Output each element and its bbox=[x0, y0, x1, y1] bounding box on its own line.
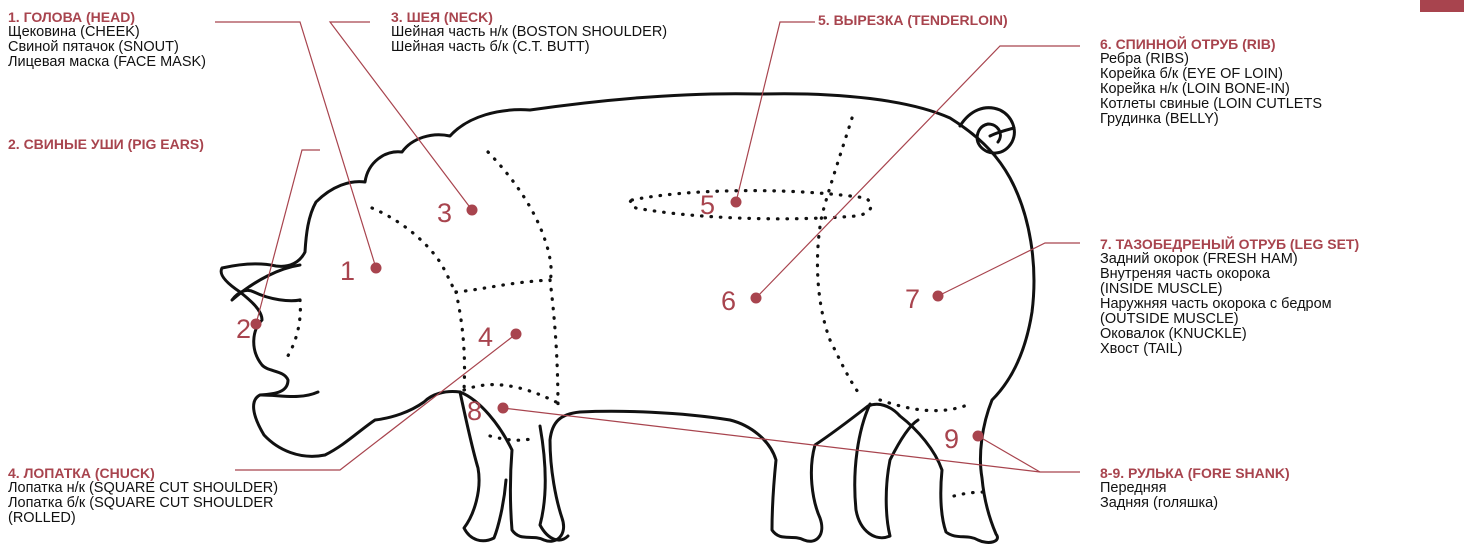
section-line: Задний окорок (FRESH HAM) bbox=[1100, 252, 1359, 267]
marker-dot-7 bbox=[933, 291, 944, 302]
marker-label-1: 1 bbox=[340, 256, 355, 286]
section-title: 8-9. РУЛЬКА (FORE SHANK) bbox=[1100, 466, 1290, 481]
section-title: 7. ТАЗОБЕДРЕНЫЙ ОТРУБ (LEG SET) bbox=[1100, 237, 1359, 252]
marker-dot-9 bbox=[973, 431, 984, 442]
section-line: Грудинка (BELLY) bbox=[1100, 112, 1322, 127]
section-line: Щековина (CHEEK) bbox=[8, 25, 206, 40]
marker-label-6: 6 bbox=[721, 286, 736, 316]
section-line: Шейная часть б/к (C.T. BUTT) bbox=[391, 40, 667, 55]
section-line: Свиной пятачок (SNOUT) bbox=[8, 40, 206, 55]
section-line: Хвост (TAIL) bbox=[1100, 342, 1359, 357]
section-line: Внутреняя часть окорока bbox=[1100, 267, 1359, 282]
marker-label-9: 9 bbox=[944, 424, 959, 454]
section-line: Лопатка б/к (SQUARE CUT SHOULDER bbox=[8, 496, 278, 511]
marker-dot-2 bbox=[251, 319, 262, 330]
marker-label-8: 8 bbox=[467, 396, 482, 426]
section-line: (INSIDE MUSCLE) bbox=[1100, 282, 1359, 297]
section-line: (ROLLED) bbox=[8, 511, 278, 526]
section-title: 5. ВЫРЕЗКА (TENDERLOIN) bbox=[818, 13, 1008, 28]
section-title: 6. СПИННОЙ ОТРУБ (RIB) bbox=[1100, 37, 1322, 52]
section-title: 2. СВИНЫЕ УШИ (PIG EARS) bbox=[8, 137, 204, 152]
section-chuck: 4. ЛОПАТКА (CHUCK) Лопатка н/к (SQUARE C… bbox=[8, 466, 278, 526]
cut-lines bbox=[284, 118, 988, 496]
section-line: Лопатка н/к (SQUARE CUT SHOULDER) bbox=[8, 481, 278, 496]
marker-label-3: 3 bbox=[437, 198, 452, 228]
section-head: 1. ГОЛОВА (HEAD) Щековина (CHEEK) Свиной… bbox=[8, 10, 206, 70]
section-rib: 6. СПИННОЙ ОТРУБ (RIB) Ребра (RIBS) Коре… bbox=[1100, 37, 1322, 127]
marker-dot-3 bbox=[467, 205, 478, 216]
section-fore-shank: 8-9. РУЛЬКА (FORE SHANK) Передняя Задняя… bbox=[1100, 466, 1290, 511]
section-tenderloin: 5. ВЫРЕЗКА (TENDERLOIN) bbox=[818, 13, 1008, 28]
section-leg-set: 7. ТАЗОБЕДРЕНЫЙ ОТРУБ (LEG SET) Задний о… bbox=[1100, 237, 1359, 357]
section-line: Лицевая маска (FACE MASK) bbox=[8, 55, 206, 70]
marker-label-4: 4 bbox=[478, 322, 493, 352]
section-line: Задняя (голяшка) bbox=[1100, 496, 1290, 511]
marker-dot-1 bbox=[371, 263, 382, 274]
section-neck: 3. ШЕЯ (NECK) Шейная часть н/к (BOSTON S… bbox=[391, 10, 667, 55]
section-pig-ears: 2. СВИНЫЕ УШИ (PIG EARS) bbox=[8, 137, 204, 152]
section-line: Шейная часть н/к (BOSTON SHOULDER) bbox=[391, 25, 667, 40]
section-line: Корейка б/к (EYE OF LOIN) bbox=[1100, 67, 1322, 82]
marker-dot-6 bbox=[751, 293, 762, 304]
section-line: Ребра (RIBS) bbox=[1100, 52, 1322, 67]
section-line: (OUTSIDE MUSCLE) bbox=[1100, 312, 1359, 327]
section-line: Оковалок (KNUCKLE) bbox=[1100, 327, 1359, 342]
section-title: 4. ЛОПАТКА (CHUCK) bbox=[8, 466, 278, 481]
section-title: 3. ШЕЯ (NECK) bbox=[391, 10, 667, 25]
marker-dot-5 bbox=[731, 197, 742, 208]
marker-dot-8 bbox=[498, 403, 509, 414]
marker-label-5: 5 bbox=[700, 190, 715, 220]
leader-lines bbox=[215, 22, 1080, 472]
marker-label-2: 2 bbox=[236, 314, 251, 344]
section-line: Передняя bbox=[1100, 481, 1290, 496]
section-title: 1. ГОЛОВА (HEAD) bbox=[8, 10, 206, 25]
section-line: Котлеты свиные (LOIN CUTLETS bbox=[1100, 97, 1322, 112]
section-line: Корейка н/к (LOIN BONE-IN) bbox=[1100, 82, 1322, 97]
marker-dot-4 bbox=[511, 329, 522, 340]
section-line: Наружняя часть окорока с бедром bbox=[1100, 297, 1359, 312]
marker-label-7: 7 bbox=[905, 284, 920, 314]
